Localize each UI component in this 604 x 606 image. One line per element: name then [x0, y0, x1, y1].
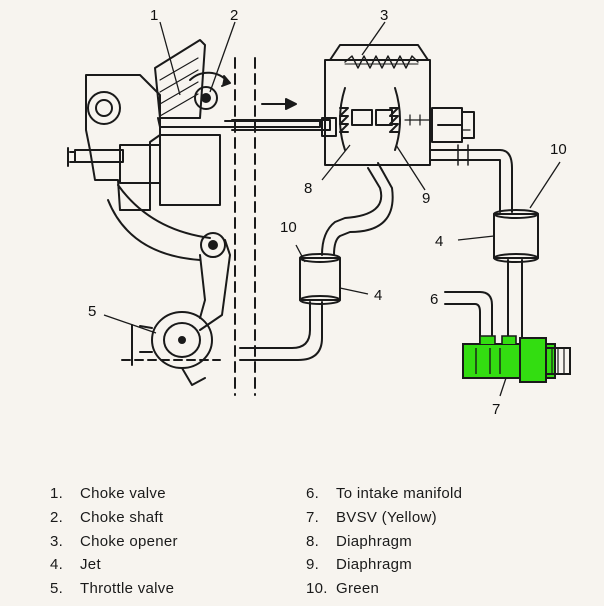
- leader-5: [103, 314, 157, 334]
- intake-manifold-hose: [444, 291, 493, 346]
- callout-5: 5: [88, 303, 96, 320]
- leader-7: [499, 377, 507, 397]
- legend-label: Choke valve: [80, 485, 166, 502]
- legend-item: 5. Throttle valve: [50, 577, 178, 601]
- legend-item: 4. Jet: [50, 553, 178, 577]
- leader-4-right: [457, 235, 495, 241]
- legend-number: 2.: [50, 508, 64, 526]
- legend-label: Choke shaft: [80, 508, 164, 526]
- callout-7: 7: [492, 401, 500, 418]
- leader-8: [321, 144, 351, 181]
- legend-number: 8.: [306, 532, 320, 550]
- callout-8: 8: [304, 180, 312, 197]
- legend-number: 10.: [306, 580, 328, 598]
- jet-4-right: [493, 209, 539, 263]
- legend-item: 7. BVSV (Yellow): [306, 506, 462, 530]
- callout-10-middle: 10: [280, 219, 297, 236]
- leader-10-right: [529, 161, 561, 209]
- legend-label: Diaphragm: [336, 556, 413, 574]
- choke-opener: [321, 44, 475, 166]
- throttle-valve: [139, 311, 213, 386]
- legend-column-left: 1. Choke valve 2. Choke shaft 3. Choke open…: [50, 482, 178, 601]
- legend-label: BVSV (Yellow): [336, 508, 437, 526]
- legend-label: Choke opener: [80, 532, 178, 550]
- jet-4-middle: [299, 253, 341, 305]
- legend-number: 4.: [50, 556, 64, 574]
- legend-item: 6. To intake manifold: [306, 482, 462, 506]
- opener-rod: [231, 119, 331, 131]
- callout-2: 2: [230, 7, 238, 24]
- legend-label: Throttle valve: [80, 580, 175, 598]
- callout-4-right: 4: [435, 233, 443, 250]
- choke-valve: [154, 39, 206, 119]
- legend-label: Green: [336, 580, 380, 598]
- legend-item: 2. Choke shaft: [50, 506, 178, 530]
- callout-10-right: 10: [550, 141, 567, 158]
- legend-label: Diaphragm: [336, 532, 413, 550]
- hose-right-jet-to-bvsv: [507, 259, 523, 339]
- legend-label: Jet: [80, 556, 101, 574]
- bvsv-valve: [462, 335, 571, 383]
- legend-number: 3.: [50, 532, 64, 550]
- callout-1: 1: [150, 7, 158, 24]
- hose-opener-to-middle-jet: [321, 162, 394, 256]
- legend-item: 9. Diaphragm: [306, 553, 462, 577]
- callout-3: 3: [380, 7, 388, 24]
- throttle-linkage: [107, 184, 231, 331]
- parts-legend: 1. Choke valve 2. Choke shaft 3. Choke open…: [0, 482, 604, 602]
- leader-4-middle: [339, 287, 369, 295]
- hose-middle-jet-to-carb: [239, 301, 323, 361]
- legend-column-right: 6. To intake manifold 7. BVSV (Yellow) 8. D…: [306, 482, 462, 601]
- legend-label: To intake manifold: [336, 485, 463, 502]
- carburetor-body: [67, 57, 256, 396]
- legend-item: 8. Diaphragm: [306, 530, 462, 554]
- diaphragm-8: [339, 87, 373, 151]
- leader-9: [395, 144, 426, 191]
- legend-item: 1. Choke valve: [50, 482, 178, 506]
- choke-opener-system-diagram: 1 2 3 10 4 10 4 5 6 7 8 9: [67, 7, 571, 418]
- legend-number: 6.: [306, 485, 320, 502]
- leader-10-middle: [295, 244, 306, 263]
- leader-3: [361, 21, 386, 56]
- legend-number: 1.: [50, 485, 64, 502]
- legend-number: 5.: [50, 580, 64, 598]
- callout-4-middle: 4: [374, 287, 382, 304]
- direction-arrowhead: [285, 98, 297, 110]
- legend-item: 10. Green: [306, 577, 462, 601]
- legend-number: 7.: [306, 508, 320, 526]
- leader-1: [159, 21, 181, 96]
- legend-item: 3. Choke opener: [50, 530, 178, 554]
- choke-shaft: [189, 71, 231, 110]
- hose-opener-to-right-jet: [429, 144, 513, 213]
- callout-6: 6: [430, 291, 438, 308]
- leader-2: [209, 21, 236, 93]
- callout-9: 9: [422, 190, 430, 207]
- legend-number: 9.: [306, 556, 320, 574]
- diaphragm-9: [375, 87, 431, 151]
